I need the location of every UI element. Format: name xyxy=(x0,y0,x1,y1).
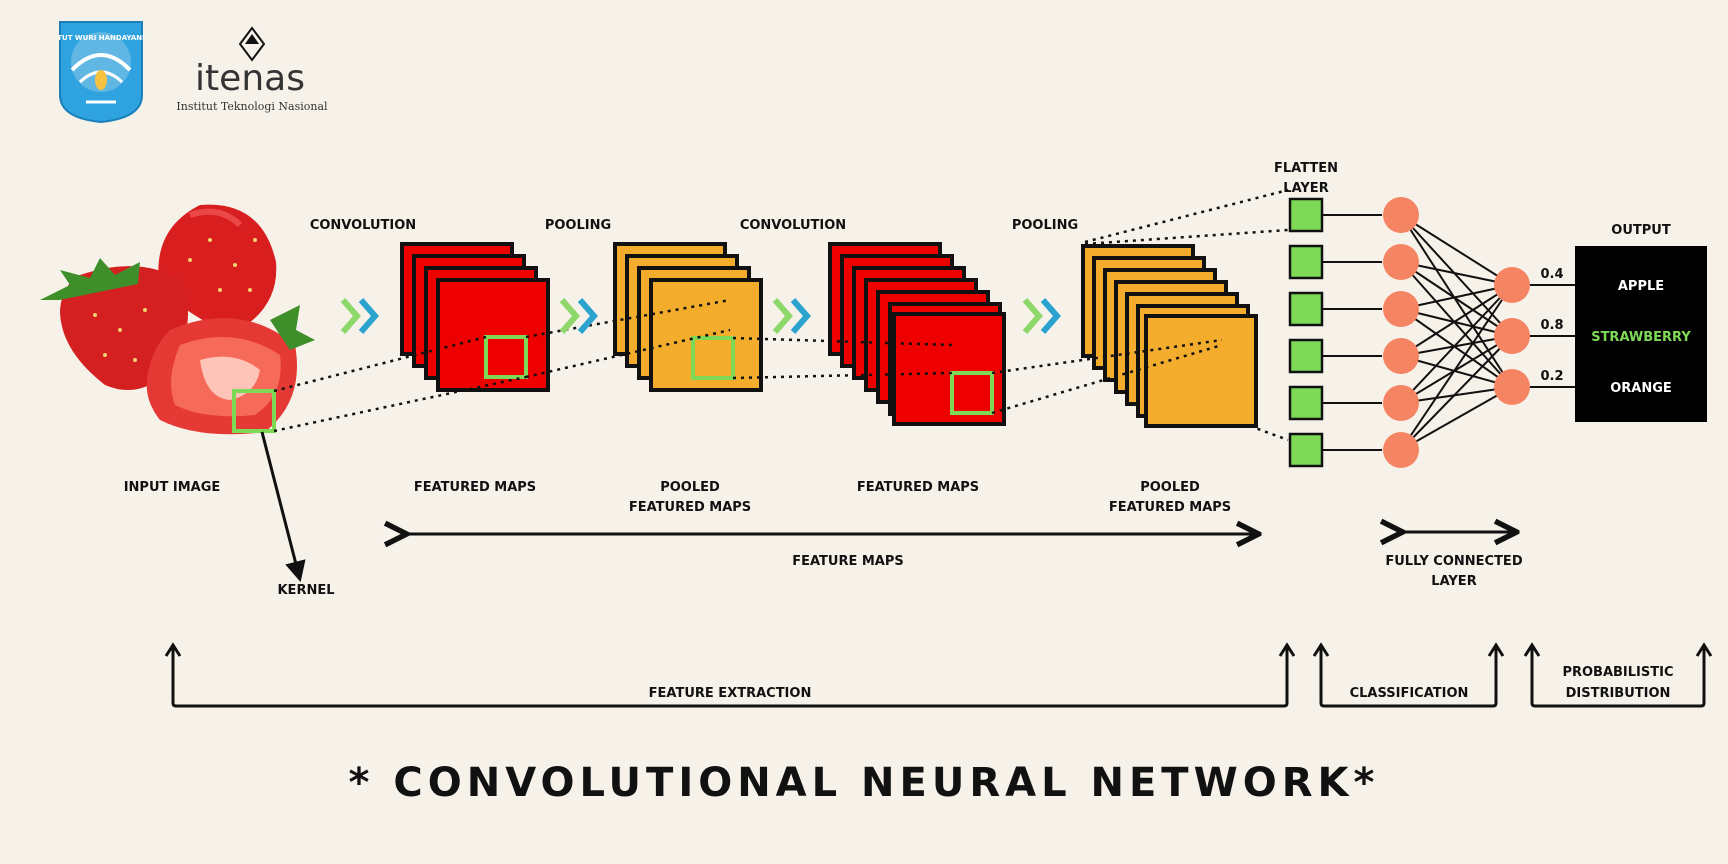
stage-convolution-1: CONVOLUTION xyxy=(310,218,416,233)
stage-flatten-line2: LAYER xyxy=(1283,181,1328,196)
featured-maps-1-stack xyxy=(400,242,550,392)
label-pooled-2-line1: POOLED xyxy=(1140,480,1200,495)
hidden-neurons xyxy=(1383,197,1419,468)
kernel-window-map1 xyxy=(484,335,528,379)
itenas-full-name: Institut Teknologi Nasional xyxy=(176,100,328,113)
stage-output: OUTPUT xyxy=(1611,223,1671,238)
output-label-orange: ORANGE xyxy=(1610,381,1672,396)
feature-extraction-bracket xyxy=(164,642,1296,708)
label-pooled-1-line2: FEATURED MAPS xyxy=(629,500,751,515)
chevron-arrow-2 xyxy=(559,298,598,334)
label-fully-connected-line1: FULLY CONNECTED xyxy=(1385,554,1522,569)
label-input-image: INPUT IMAGE xyxy=(124,480,221,495)
kernel-window-pool1 xyxy=(691,336,735,380)
chevron-arrow-1 xyxy=(340,298,379,334)
output-label-strawberry: STRAWBERRY xyxy=(1591,330,1691,345)
chevron-arrow-4 xyxy=(1022,298,1061,334)
label-featured-maps-1: FEATURED MAPS xyxy=(414,480,536,495)
pooled-maps-2-stack xyxy=(1081,244,1258,428)
chevron-arrow-3 xyxy=(772,298,811,334)
stage-convolution-2: CONVOLUTION xyxy=(740,218,846,233)
label-probabilistic-line1: PROBABILISTIC xyxy=(1562,665,1673,680)
output-value-orange: 0.2 xyxy=(1540,369,1563,384)
label-fully-connected-line2: LAYER xyxy=(1431,574,1476,589)
flatten-to-hidden-links xyxy=(1322,214,1382,451)
hidden-to-output-links xyxy=(1400,214,1575,451)
stage-pooling-2: POOLING xyxy=(1012,218,1078,233)
kernel-window-map2 xyxy=(950,371,994,415)
label-pooled-2-line2: FEATURED MAPS xyxy=(1109,500,1231,515)
output-value-apple: 0.4 xyxy=(1540,267,1563,282)
output-label-apple: APPLE xyxy=(1618,279,1664,294)
label-pooled-1-line1: POOLED xyxy=(660,480,720,495)
output-box xyxy=(1575,246,1707,422)
output-neurons xyxy=(1494,267,1530,405)
page-title: * CONVOLUTIONAL NEURAL NETWORK* xyxy=(349,760,1380,806)
classification-bracket xyxy=(1312,642,1505,708)
label-featured-maps-2: FEATURED MAPS xyxy=(857,480,979,495)
tut-wuri-logo: TUT WURI HANDAYANI xyxy=(57,21,145,124)
stage-flatten-line1: FLATTEN xyxy=(1274,161,1338,176)
kernel-window xyxy=(232,389,276,433)
pooled-maps-1-stack xyxy=(613,242,763,392)
label-classification: CLASSIFICATION xyxy=(1350,686,1469,701)
output-value-strawberry: 0.8 xyxy=(1540,318,1563,333)
featured-maps-2-stack xyxy=(828,242,1006,426)
tut-wuri-text: TUT WURI HANDAYANI xyxy=(57,34,144,42)
label-feature-maps: FEATURE MAPS xyxy=(792,554,904,569)
stage-pooling-1: POOLING xyxy=(545,218,611,233)
probabilistic-bracket xyxy=(1523,642,1713,708)
itenas-name: itenas xyxy=(195,58,305,99)
kernel-arrow xyxy=(260,431,306,583)
projection-lines xyxy=(273,188,1289,442)
label-probabilistic-line2: DISTRIBUTION xyxy=(1566,686,1671,701)
flatten-layer xyxy=(1288,197,1324,468)
label-feature-extraction: FEATURE EXTRACTION xyxy=(649,686,812,701)
itenas-logo: itenas Institut Teknologi Nasional xyxy=(176,26,328,113)
label-kernel: KERNEL xyxy=(277,583,334,598)
